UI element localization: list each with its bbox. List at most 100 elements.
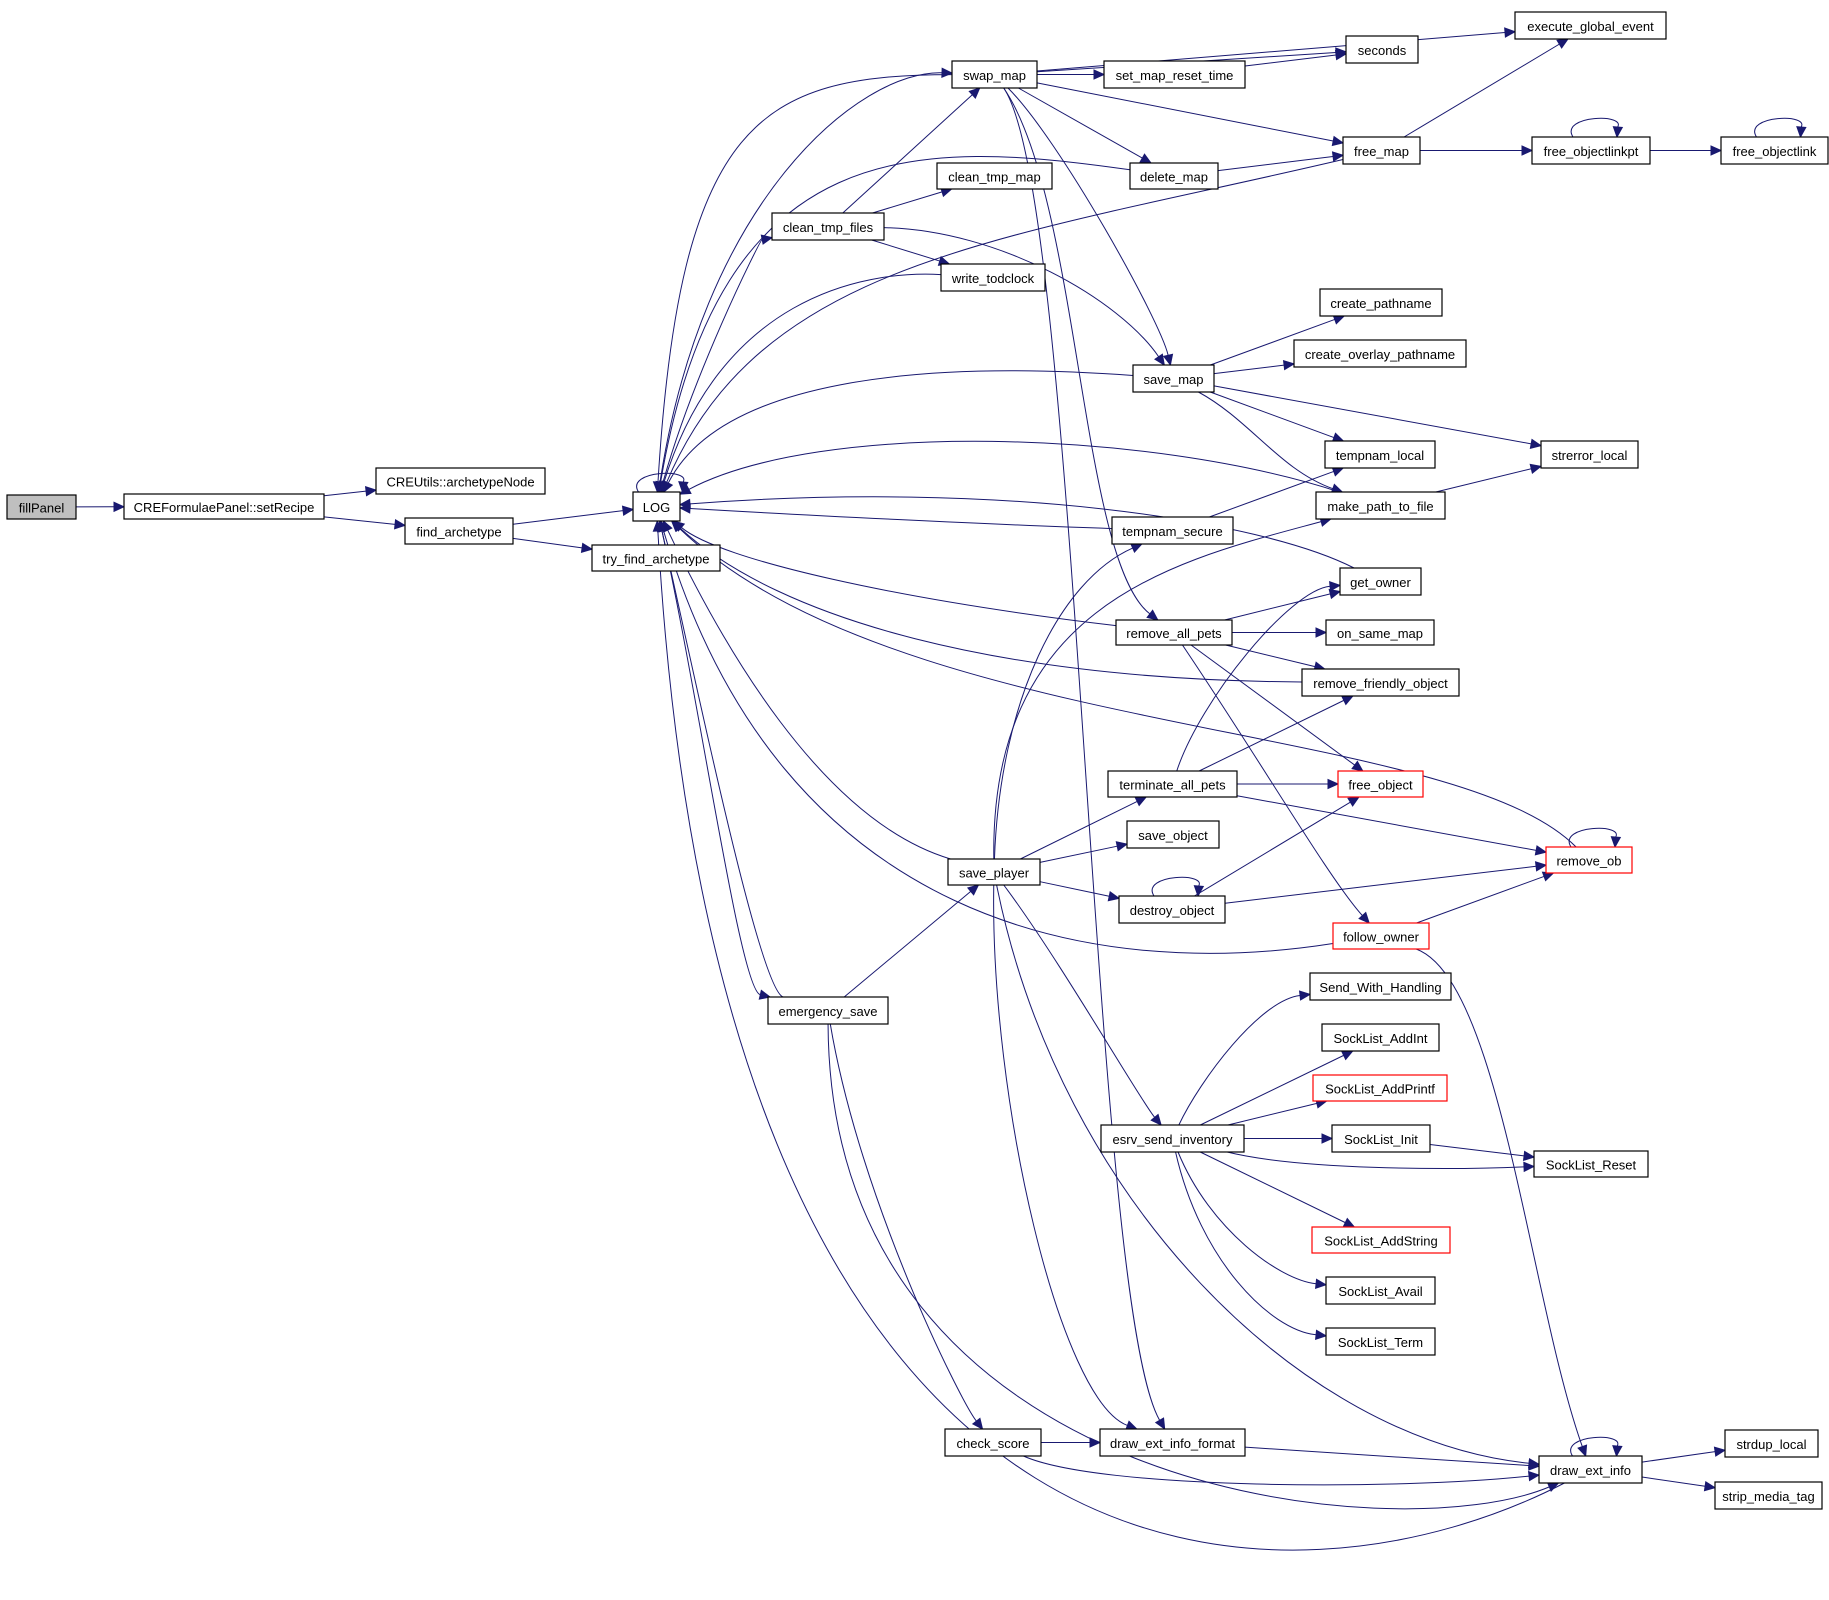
node-tempnam_local[interactable]: tempnam_local: [1324, 440, 1436, 469]
node-box[interactable]: [1325, 1276, 1436, 1305]
node-box[interactable]: [1540, 440, 1639, 469]
node-box[interactable]: [1315, 491, 1446, 520]
node-strip_media_tag[interactable]: strip_media_tag: [1714, 1481, 1823, 1510]
node-seconds[interactable]: seconds: [1345, 35, 1419, 64]
node-save_object[interactable]: save_object: [1126, 820, 1220, 849]
node-find_archetype[interactable]: find_archetype: [404, 517, 514, 545]
node-SockList_AddString[interactable]: SockList_AddString: [1311, 1226, 1451, 1254]
node-strdup_local[interactable]: strdup_local: [1724, 1429, 1819, 1458]
node-save_map[interactable]: save_map: [1132, 364, 1215, 393]
node-remove_friendly_object[interactable]: remove_friendly_object: [1301, 668, 1460, 697]
node-SockList_AddInt[interactable]: SockList_AddInt: [1321, 1023, 1440, 1052]
node-esrv_send_inventory[interactable]: esrv_send_inventory: [1100, 1124, 1245, 1153]
node-box[interactable]: [1301, 668, 1460, 697]
node-free_object[interactable]: free_object: [1337, 770, 1424, 798]
node-box[interactable]: [404, 517, 514, 545]
node-check_score[interactable]: check_score: [944, 1428, 1042, 1457]
node-free_objectlinkpt[interactable]: free_objectlinkpt: [1531, 136, 1651, 165]
node-box[interactable]: [1545, 846, 1633, 874]
node-box[interactable]: [936, 162, 1053, 190]
node-box[interactable]: [1099, 1428, 1246, 1457]
node-SockList_Reset[interactable]: SockList_Reset: [1533, 1150, 1649, 1178]
node-LOG[interactable]: LOG: [632, 491, 681, 522]
node-box[interactable]: [1339, 567, 1422, 596]
node-remove_ob[interactable]: remove_ob: [1545, 846, 1633, 874]
node-box[interactable]: [1714, 1481, 1823, 1510]
node-box[interactable]: [1332, 922, 1430, 950]
node-Send_With_Handling[interactable]: Send_With_Handling: [1309, 972, 1452, 1001]
node-SockList_Avail[interactable]: SockList_Avail: [1325, 1276, 1436, 1305]
node-execute_global_event[interactable]: execute_global_event: [1514, 11, 1667, 40]
node-box[interactable]: [1514, 11, 1667, 40]
node-follow_owner[interactable]: follow_owner: [1332, 922, 1430, 950]
node-terminate_all_pets[interactable]: terminate_all_pets: [1107, 770, 1238, 798]
node-tempnam_secure[interactable]: tempnam_secure: [1111, 516, 1234, 545]
node-write_todclock[interactable]: write_todclock: [940, 263, 1046, 292]
node-box[interactable]: [947, 858, 1041, 886]
node-box[interactable]: [1312, 1074, 1448, 1102]
node-create_overlay_pathname[interactable]: create_overlay_pathname: [1293, 339, 1467, 368]
node-box[interactable]: [1311, 1226, 1451, 1254]
node-swap_map[interactable]: swap_map: [951, 60, 1038, 89]
node-box[interactable]: [1118, 895, 1226, 924]
node-box[interactable]: [1100, 1124, 1245, 1153]
node-create_pathname[interactable]: create_pathname: [1319, 288, 1443, 317]
node-on_same_map[interactable]: on_same_map: [1325, 619, 1435, 646]
node-box[interactable]: [1533, 1150, 1649, 1178]
node-box[interactable]: [1103, 60, 1246, 89]
node-draw_ext_info_format[interactable]: draw_ext_info_format: [1099, 1428, 1246, 1457]
node-box[interactable]: [771, 212, 885, 241]
node-set_map_reset_time[interactable]: set_map_reset_time: [1103, 60, 1246, 89]
node-free_objectlink[interactable]: free_objectlink: [1720, 136, 1829, 165]
node-box[interactable]: [1129, 162, 1219, 190]
node-box[interactable]: [123, 493, 325, 520]
node-emergency_save[interactable]: emergency_save: [767, 996, 889, 1025]
node-box[interactable]: [1724, 1429, 1819, 1458]
node-box[interactable]: [1111, 516, 1234, 545]
node-box[interactable]: [1115, 619, 1233, 646]
node-draw_ext_info[interactable]: draw_ext_info: [1538, 1455, 1643, 1484]
node-remove_all_pets[interactable]: remove_all_pets: [1115, 619, 1233, 646]
node-box[interactable]: [1309, 972, 1452, 1001]
node-archetypeNode[interactable]: CREUtils::archetypeNode: [375, 467, 546, 495]
node-box[interactable]: [1126, 820, 1220, 849]
node-box[interactable]: [591, 544, 721, 572]
node-box[interactable]: [375, 467, 546, 495]
node-box[interactable]: [1342, 136, 1421, 165]
node-box[interactable]: [1319, 288, 1443, 317]
node-clean_tmp_map[interactable]: clean_tmp_map: [936, 162, 1053, 190]
node-box[interactable]: [1337, 770, 1424, 798]
node-box[interactable]: [944, 1428, 1042, 1457]
node-box[interactable]: [1325, 1327, 1436, 1356]
node-box[interactable]: [1345, 35, 1419, 64]
node-box[interactable]: [1107, 770, 1238, 798]
node-box[interactable]: [1321, 1023, 1440, 1052]
node-SockList_Term[interactable]: SockList_Term: [1325, 1327, 1436, 1356]
node-box[interactable]: [1720, 136, 1829, 165]
node-box[interactable]: [767, 996, 889, 1025]
node-try_find_archetype[interactable]: try_find_archetype: [591, 544, 721, 572]
node-strerror_local[interactable]: strerror_local: [1540, 440, 1639, 469]
node-box[interactable]: [1325, 619, 1435, 646]
node-make_path_to_file[interactable]: make_path_to_file: [1315, 491, 1446, 520]
node-box[interactable]: [1132, 364, 1215, 393]
node-save_player[interactable]: save_player: [947, 858, 1041, 886]
node-free_map[interactable]: free_map: [1342, 136, 1421, 165]
node-box[interactable]: [1531, 136, 1651, 165]
node-box[interactable]: [6, 494, 77, 520]
node-delete_map[interactable]: delete_map: [1129, 162, 1219, 190]
node-SockList_Init[interactable]: SockList_Init: [1331, 1124, 1431, 1153]
node-SockList_AddPrintf[interactable]: SockList_AddPrintf: [1312, 1074, 1448, 1102]
node-setRecipe[interactable]: CREFormulaePanel::setRecipe: [123, 493, 325, 520]
node-clean_tmp_files[interactable]: clean_tmp_files: [771, 212, 885, 241]
node-destroy_object[interactable]: destroy_object: [1118, 895, 1226, 924]
node-fillPanel[interactable]: fillPanel: [6, 494, 77, 520]
node-box[interactable]: [1538, 1455, 1643, 1484]
node-box[interactable]: [951, 60, 1038, 89]
node-box[interactable]: [940, 263, 1046, 292]
node-get_owner[interactable]: get_owner: [1339, 567, 1422, 596]
node-box[interactable]: [1324, 440, 1436, 469]
node-box[interactable]: [632, 491, 681, 522]
node-box[interactable]: [1293, 339, 1467, 368]
node-box[interactable]: [1331, 1124, 1431, 1153]
